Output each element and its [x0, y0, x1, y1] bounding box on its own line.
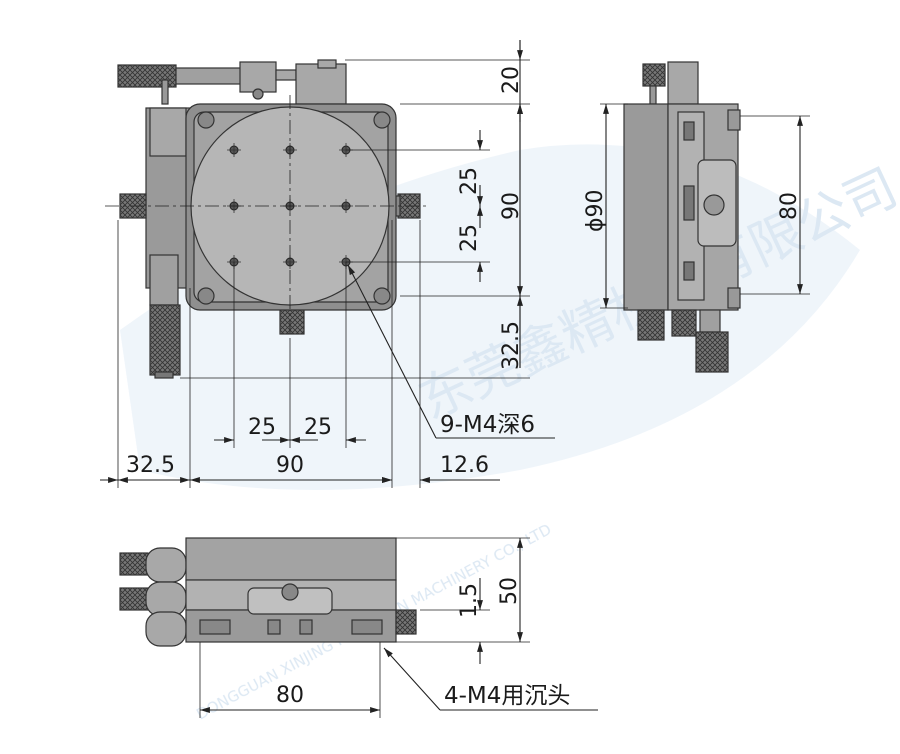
dim-pitch-x-right: 25 — [304, 415, 332, 440]
dim-hole-pitch-lower: 25 — [457, 224, 482, 252]
dim-front-width: 80 — [276, 683, 304, 708]
dim-height: 90 — [499, 192, 524, 220]
side-stage-body — [623, 103, 669, 311]
dim-width: 90 — [276, 453, 304, 478]
dim-side-height: 80 — [777, 192, 802, 220]
hole-callout-front: 4-M4用沉头 — [444, 683, 570, 709]
side-micrometer — [149, 254, 181, 379]
top-view: 20 90 32.5 25 25 25 25 32.5 90 — [100, 40, 555, 488]
top-micrometer — [117, 59, 347, 105]
side-view: ϕ90 80 — [583, 61, 810, 373]
dim-top: 20 — [499, 66, 524, 94]
dim-diameter: ϕ90 — [583, 189, 608, 232]
dim-left: 32.5 — [126, 453, 175, 478]
bottom-knob — [279, 305, 305, 335]
hole-callout-top: 9-M4深6 — [440, 412, 535, 438]
dim-front-offset: 1.5 — [457, 583, 482, 618]
dim-front-height: 50 — [497, 577, 522, 605]
dim-hole-pitch-upper: 25 — [457, 167, 482, 195]
dim-bottom: 32.5 — [499, 321, 524, 370]
dim-pitch-x-left: 25 — [248, 415, 276, 440]
front-view: 50 1.5 80 4-M4用沉头 — [119, 537, 598, 718]
dim-right: 12.6 — [440, 453, 489, 478]
front-table — [185, 537, 397, 581]
corner-screws — [197, 111, 391, 305]
